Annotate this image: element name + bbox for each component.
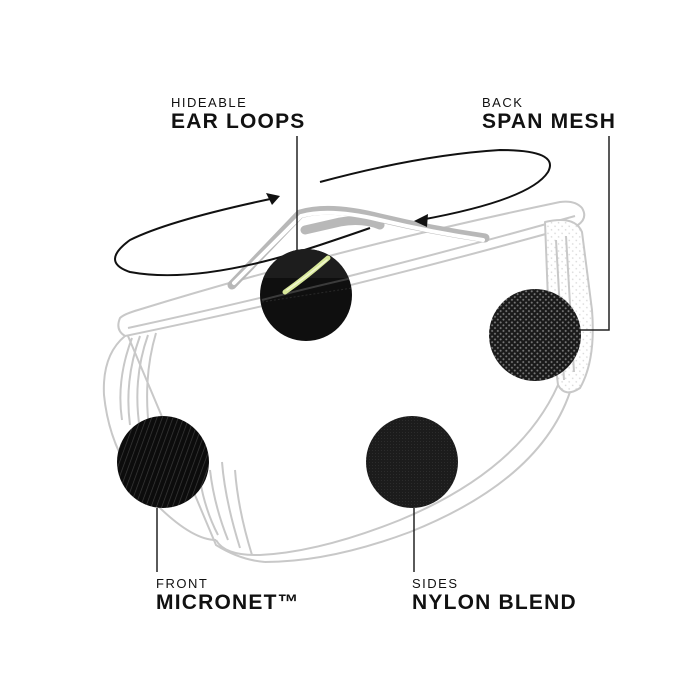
rotation-ellipse-upper	[319, 148, 551, 221]
mask-outline	[102, 200, 594, 563]
rotation-indicator	[114, 148, 551, 277]
callout-front-title: MICRONET™	[156, 591, 300, 614]
callout-back-mesh-title: SPAN MESH	[482, 110, 617, 133]
rotation-ellipse-lower	[114, 197, 371, 277]
callout-front-subtitle: FRONT	[156, 576, 209, 591]
leader-back-mesh	[580, 136, 610, 331]
callout-back-mesh: BACK SPAN MESH	[482, 95, 616, 134]
leader-lines	[156, 136, 610, 572]
swatch-span-mesh	[489, 289, 581, 381]
rotation-arrowhead-left	[266, 193, 280, 205]
swatch-micronet	[117, 416, 209, 508]
callout-sides: SIDES NYLON BLEND	[412, 576, 577, 615]
callout-sides-subtitle: SIDES	[412, 576, 459, 591]
callout-ear-loops-subtitle: HIDEABLE	[171, 95, 248, 110]
callout-back-mesh-subtitle: BACK	[482, 95, 524, 110]
ear-loop-strap-inner	[232, 210, 485, 285]
callout-ear-loops-title: EAR LOOPS	[171, 110, 306, 133]
rotation-arrowhead-right	[414, 214, 428, 227]
callout-front: FRONT MICRONET™	[156, 576, 300, 615]
callout-ear-loops: HIDEABLE EAR LOOPS	[171, 95, 305, 134]
swatch-nylon-blend	[366, 416, 458, 508]
callout-sides-title: NYLON BLEND	[412, 591, 577, 614]
swatch-ear-loops	[260, 249, 352, 341]
